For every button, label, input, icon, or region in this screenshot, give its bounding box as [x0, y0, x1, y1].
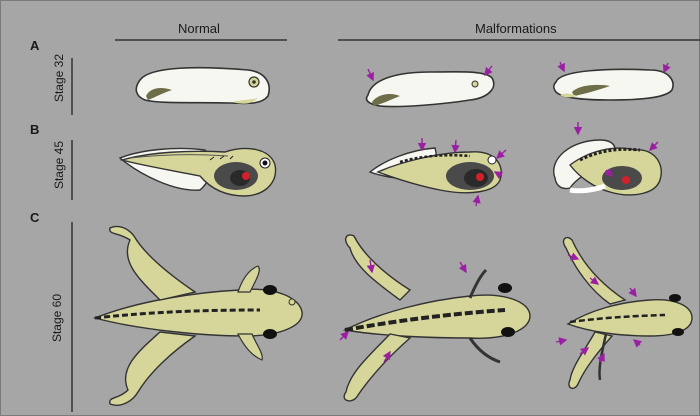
froglet-malformed-2-stage60 [556, 238, 692, 389]
embryo-malformed-1-stage32 [367, 66, 494, 107]
embryo-malformed-2-stage32 [554, 62, 673, 100]
embryo-normal-stage32 [136, 68, 269, 104]
froglet-normal-stage60 [95, 226, 302, 405]
tadpole-malformed-2-stage45 [554, 122, 662, 195]
froglet-malformed-1-stage60 [340, 235, 530, 401]
tadpole-malformed-1-stage45 [370, 138, 506, 206]
tadpole-normal-stage45 [120, 148, 276, 196]
